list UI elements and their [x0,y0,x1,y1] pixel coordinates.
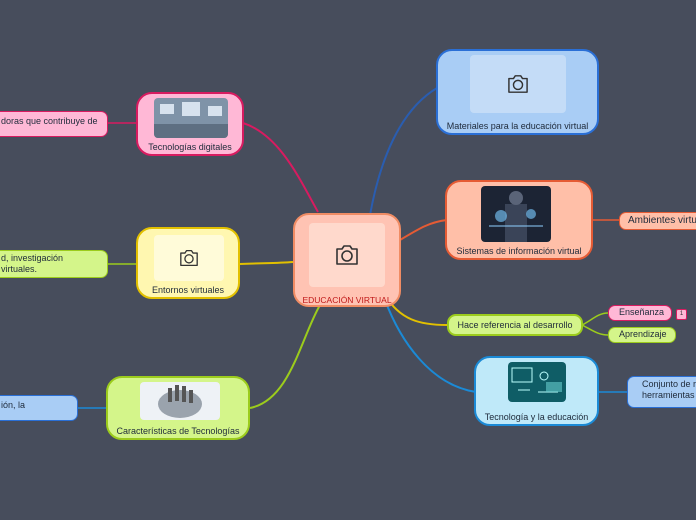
topic-tecnologia-educacion[interactable]: Tecnología y la educación [474,356,599,426]
notification-badge: 1 [676,309,687,320]
leaf-doras[interactable]: doras que contribuye de [0,111,108,137]
hace-referencia-label: Hace referencia al desarrollo [457,320,573,330]
tecnologias-digitales-label: Tecnologías digitales [148,142,232,152]
camera-icon [508,75,528,93]
leaf-conjunto-herramientas[interactable]: Conjunto de r herramientas [627,376,696,408]
topic-sistemas[interactable]: Sistemas de información virtual [445,180,593,260]
topic-tecnologias-digitales[interactable]: Tecnologías digitales [136,92,244,156]
entornos-image-placeholder [154,235,224,281]
tecnologia-educacion-label: Tecnología y la educación [484,412,589,422]
sistemas-label: Sistemas de información virtual [456,246,582,256]
link-caracteristicas [249,304,321,409]
link-tecnologias-digitales [242,122,319,213]
leaf-ensenanza[interactable]: Enseñanza [608,305,672,321]
leaf-aprendizaje[interactable]: Aprendizaje [608,327,676,343]
leaf-investigacion-line1: d, investigación [1,253,64,263]
link-aprendizaje [581,324,609,336]
center-node[interactable]: EDUCACIÓN VIRTUAL [293,213,401,307]
leaf-ion[interactable]: ión, la [0,395,78,421]
camera-icon [336,245,358,265]
link-materiales [369,87,438,216]
caracteristicas-image [140,382,220,420]
entornos-label: Entornos virtuales [151,285,225,295]
materiales-image-placeholder [470,55,566,113]
camera-icon [180,249,198,267]
sistemas-image [481,186,551,242]
center-image-placeholder [309,223,385,287]
leaf-investigacion-line2: virtuales. [1,264,38,274]
caracteristicas-label: Características de Tecnologías [116,426,240,436]
center-label: EDUCACIÓN VIRTUAL [302,295,392,305]
leaf-conjunto-line1: Conjunto de r [642,379,696,389]
topic-entornos[interactable]: Entornos virtuales [136,227,240,299]
topic-hace-referencia[interactable]: Hace referencia al desarrollo [447,314,583,336]
link-entornos [239,261,294,265]
topic-caracteristicas[interactable]: Características de Tecnologías [106,376,250,440]
tecnologia-educacion-image [508,362,566,402]
link-ensenanza [581,312,609,326]
link-sistemas [399,219,448,241]
tecnologias-digitales-image [154,98,228,138]
leaf-ambientes-virtuales[interactable]: Ambientes virtua [619,212,696,230]
link-tecnologia-educacion [384,299,477,393]
leaf-investigacion[interactable]: d, investigación virtuales. [0,250,108,278]
topic-materiales[interactable]: Materiales para la educación virtual [436,49,599,135]
materiales-label: Materiales para la educación virtual [446,121,589,131]
leaf-conjunto-line2: herramientas [642,390,695,400]
